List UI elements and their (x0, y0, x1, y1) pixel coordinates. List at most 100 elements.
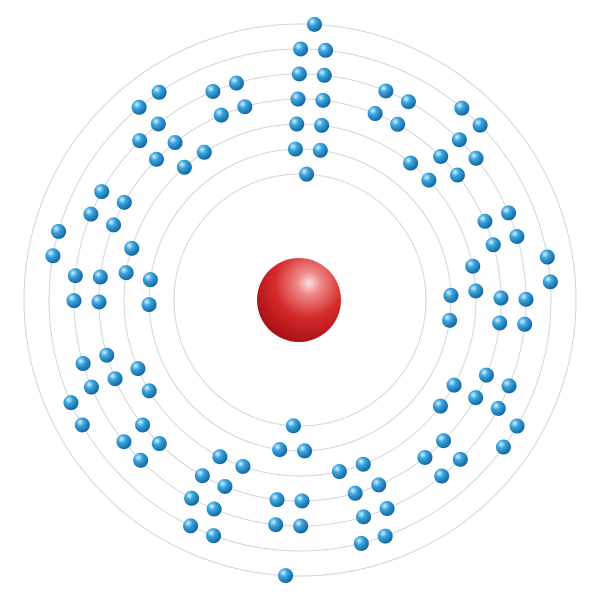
electron-shell-7-1 (306, 16, 322, 32)
electron-shell-5-4 (400, 94, 416, 110)
electron-shell-6-7 (509, 418, 525, 434)
electron-shell-3-17 (176, 159, 192, 175)
electron-shell-4-20 (194, 468, 210, 484)
electron-shell-5-15 (379, 501, 395, 517)
electron-shell-3-5 (465, 258, 481, 274)
electron-shell-2-3 (443, 287, 459, 303)
electron-shell-3-16 (124, 240, 140, 256)
electron-shell-4-6 (449, 167, 465, 183)
electron-shell-6-5 (539, 249, 555, 265)
electron-shell-3-8 (432, 398, 448, 414)
electron-shell-2-7 (141, 297, 157, 313)
electron-shell-5-10 (517, 316, 533, 332)
electron-shell-4-7 (477, 213, 493, 229)
electron-shell-5-5 (451, 132, 467, 148)
electron-shell-4-3 (367, 106, 383, 122)
orbit-shell-7 (23, 23, 577, 577)
electron-shell-6-10 (353, 535, 369, 551)
electron-shell-4-2 (315, 92, 331, 108)
electron-shell-5-26 (67, 268, 83, 284)
electron-shell-5-14 (434, 468, 450, 484)
electron-shell-3-7 (446, 377, 462, 393)
electron-shell-4-16 (347, 485, 363, 501)
electron-shell-4-22 (135, 417, 151, 433)
electron-shell-2-5 (297, 443, 313, 459)
electron-shell-5-9 (518, 291, 534, 307)
electron-shell-4-31 (213, 107, 229, 123)
electron-shell-5-2 (316, 67, 332, 83)
electron-shell-3-4 (421, 172, 437, 188)
electron-shell-5-16 (356, 509, 372, 525)
electron-shell-6-15 (45, 248, 61, 264)
electron-shell-6-16 (51, 223, 67, 239)
electron-shell-5-24 (75, 356, 91, 372)
electron-shell-4-14 (417, 449, 433, 465)
electron-shell-4-23 (107, 371, 123, 387)
electron-shell-4-17 (294, 493, 310, 509)
electron-shell-6-18 (151, 84, 167, 100)
electron-shell-3-11 (235, 458, 251, 474)
electron-shell-1-2 (285, 418, 301, 434)
electron-shell-5-22 (116, 434, 132, 450)
electron-shell-5-18 (268, 517, 284, 533)
electron-shell-4-13 (436, 433, 452, 449)
electron-shell-4-29 (148, 151, 164, 167)
electron-shell-4-4 (390, 116, 406, 132)
electron-shell-5-20 (184, 490, 200, 506)
electron-shell-3-1 (289, 116, 305, 132)
electron-shell-4-10 (492, 315, 508, 331)
electron-shell-2-6 (272, 442, 288, 458)
electron-shell-3-2 (314, 117, 330, 133)
electron-shell-6-6 (542, 274, 558, 290)
electron-shell-6-13 (74, 417, 90, 433)
electron-shell-5-23 (83, 379, 99, 395)
electron-shell-5-28 (94, 184, 110, 200)
electron-shell-2-4 (442, 312, 458, 328)
electron-shell-5-3 (378, 83, 394, 99)
electron-shell-5-7 (501, 205, 517, 221)
electron-shell-5-17 (293, 518, 309, 534)
electron-shell-6-8 (495, 439, 511, 455)
electron-shell-3-13 (141, 383, 157, 399)
electron-shell-4-27 (106, 217, 122, 233)
electron-shell-3-12 (212, 449, 228, 465)
electron-shell-2-8 (142, 272, 158, 288)
electron-shell-1-1 (299, 166, 315, 182)
electron-shell-5-19 (206, 501, 222, 517)
electron-shell-4-9 (493, 290, 509, 306)
electron-shell-6-9 (377, 528, 393, 544)
electron-shell-4-28 (116, 194, 132, 210)
electron-layer (45, 16, 558, 584)
electron-shell-4-12 (468, 390, 484, 406)
electron-shell-4-24 (99, 347, 115, 363)
electron-shell-4-11 (478, 367, 494, 383)
electron-shell-3-15 (118, 265, 134, 281)
electron-shell-3-14 (130, 361, 146, 377)
electron-shell-4-8 (485, 237, 501, 253)
electron-shell-3-6 (468, 283, 484, 299)
electron-shell-4-21 (151, 436, 167, 452)
electron-shell-6-17 (131, 99, 147, 115)
electron-shell-5-29 (132, 133, 148, 149)
electron-shell-4-30 (167, 135, 183, 151)
electron-shell-5-11 (501, 378, 517, 394)
nucleus (257, 258, 341, 342)
electron-shell-2-1 (287, 141, 303, 157)
electron-shell-5-31 (205, 83, 221, 99)
electron-shell-6-12 (183, 518, 199, 534)
electron-shell-6-2 (318, 42, 334, 58)
electron-shell-2-2 (312, 142, 328, 158)
electron-shell-4-25 (91, 294, 107, 310)
electron-shell-4-15 (371, 477, 387, 493)
electron-shell-5-25 (66, 293, 82, 309)
electron-shell-6-3 (454, 100, 470, 116)
electron-shell-4-32 (237, 99, 253, 115)
electron-shell-6-1 (293, 41, 309, 57)
electron-shell-3-10 (331, 464, 347, 480)
electron-shell-5-32 (228, 75, 244, 91)
electron-shell-4-5 (433, 148, 449, 164)
electron-shell-3-18 (196, 144, 212, 160)
electron-shell-4-18 (269, 492, 285, 508)
